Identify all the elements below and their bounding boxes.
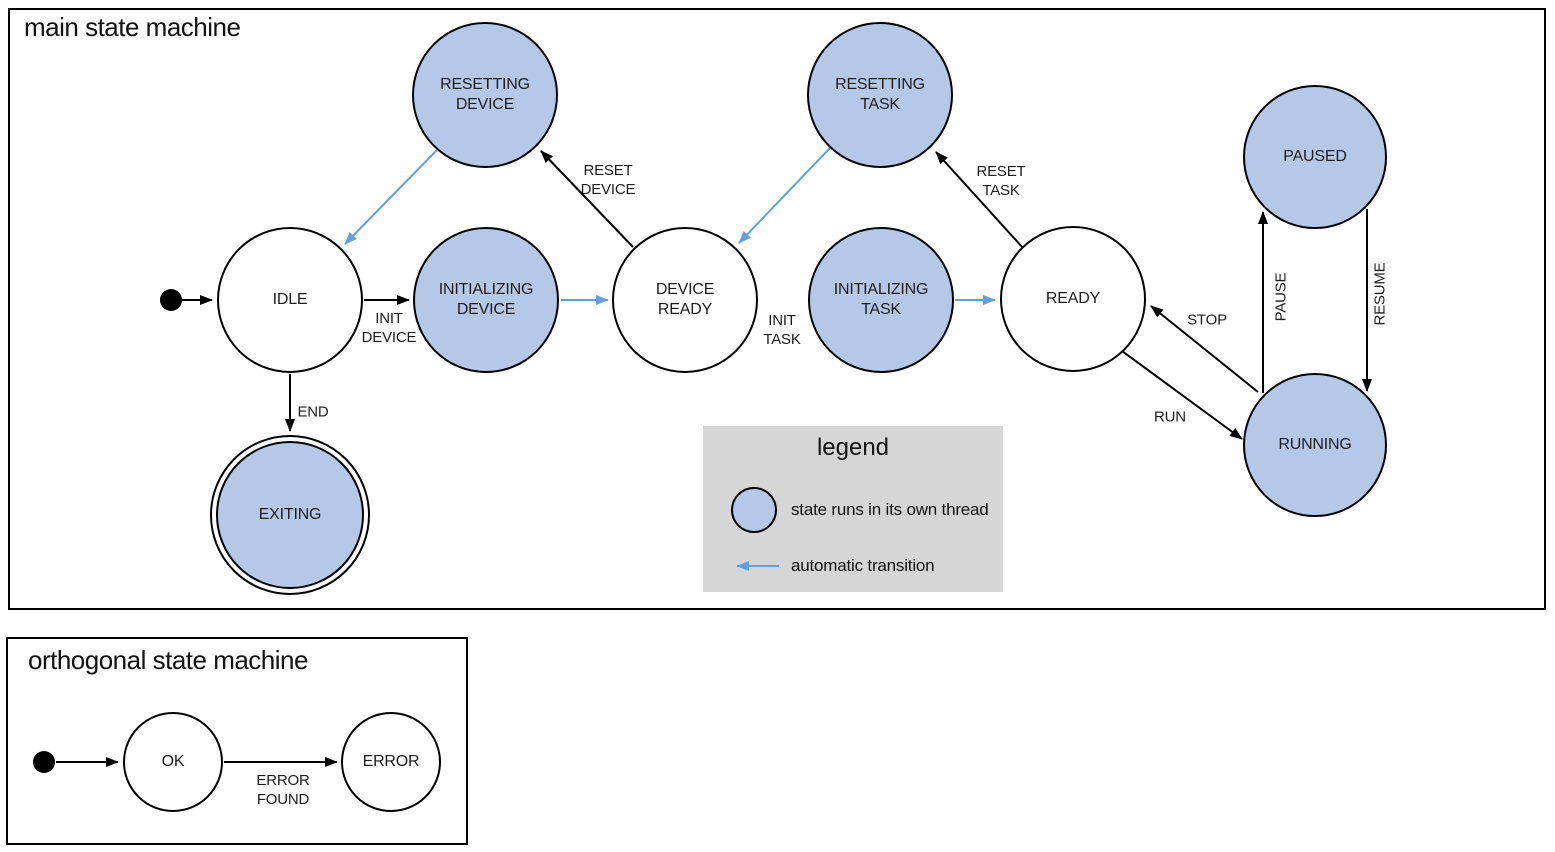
state-running-label: RUNNING xyxy=(1278,436,1352,453)
state-device-ready-label: DEVICE READY xyxy=(655,281,715,318)
state-exiting-label: EXITING xyxy=(258,506,322,523)
state-initializing-device-label: INITIALIZING DEVICE xyxy=(438,281,534,318)
state-resetting-task-label: RESETTING TASK xyxy=(835,76,925,113)
state-paused: PAUSED xyxy=(1243,85,1387,229)
initial-state-dot-main xyxy=(160,289,182,311)
state-running: RUNNING xyxy=(1243,373,1387,517)
state-exiting-final: EXITING xyxy=(210,435,370,595)
state-resetting-device: RESETTING DEVICE xyxy=(412,22,558,168)
state-initializing-device: INITIALIZING DEVICE xyxy=(413,227,559,373)
state-idle: IDLE xyxy=(217,227,363,373)
initial-state-dot-ortho xyxy=(33,751,55,773)
state-initializing-task: INITIALIZING TASK xyxy=(808,227,954,373)
transition-label-reset-task: RESET TASK xyxy=(976,163,1026,199)
transition-label-reset-device: RESET DEVICE xyxy=(580,162,636,198)
state-device-ready: DEVICE READY xyxy=(612,227,758,373)
state-ok: OK xyxy=(123,712,223,812)
legend-threaded-state-label: state runs in its own thread xyxy=(791,500,989,519)
orthogonal-state-machine-title: orthogonal state machine xyxy=(28,645,308,675)
transition-label-resume: RESUME xyxy=(1371,262,1389,326)
legend-title: legend xyxy=(816,434,890,461)
state-exiting-inner-ring: EXITING xyxy=(216,441,364,589)
transition-label-run: RUN xyxy=(1154,408,1186,426)
state-resetting-device-label: RESETTING DEVICE xyxy=(440,76,530,113)
state-initializing-task-label: INITIALIZING TASK xyxy=(833,281,929,318)
state-paused-label: PAUSED xyxy=(1283,148,1347,165)
legend-box: legend state runs in its own thread auto… xyxy=(703,426,1003,592)
state-idle-label: IDLE xyxy=(272,291,308,308)
transition-label-init-task: INIT TASK xyxy=(763,312,801,348)
legend-automatic-transition-label: automatic transition xyxy=(791,556,935,575)
state-ready: READY xyxy=(1000,226,1146,372)
state-resetting-task: RESETTING TASK xyxy=(807,22,953,168)
transition-label-init-device: INIT DEVICE xyxy=(361,310,417,346)
state-ready-label: READY xyxy=(1045,290,1101,307)
transition-label-stop: STOP xyxy=(1187,311,1227,329)
state-ok-label: OK xyxy=(161,753,185,770)
state-error: ERROR xyxy=(341,712,441,812)
threaded-state-swatch-icon xyxy=(731,487,777,533)
transition-label-end: END xyxy=(297,403,329,421)
transition-label-error-found: ERROR FOUND xyxy=(256,772,310,808)
main-state-machine-title: main state machine xyxy=(24,12,241,42)
state-error-label: ERROR xyxy=(362,753,420,770)
transition-label-pause: PAUSE xyxy=(1272,272,1290,322)
